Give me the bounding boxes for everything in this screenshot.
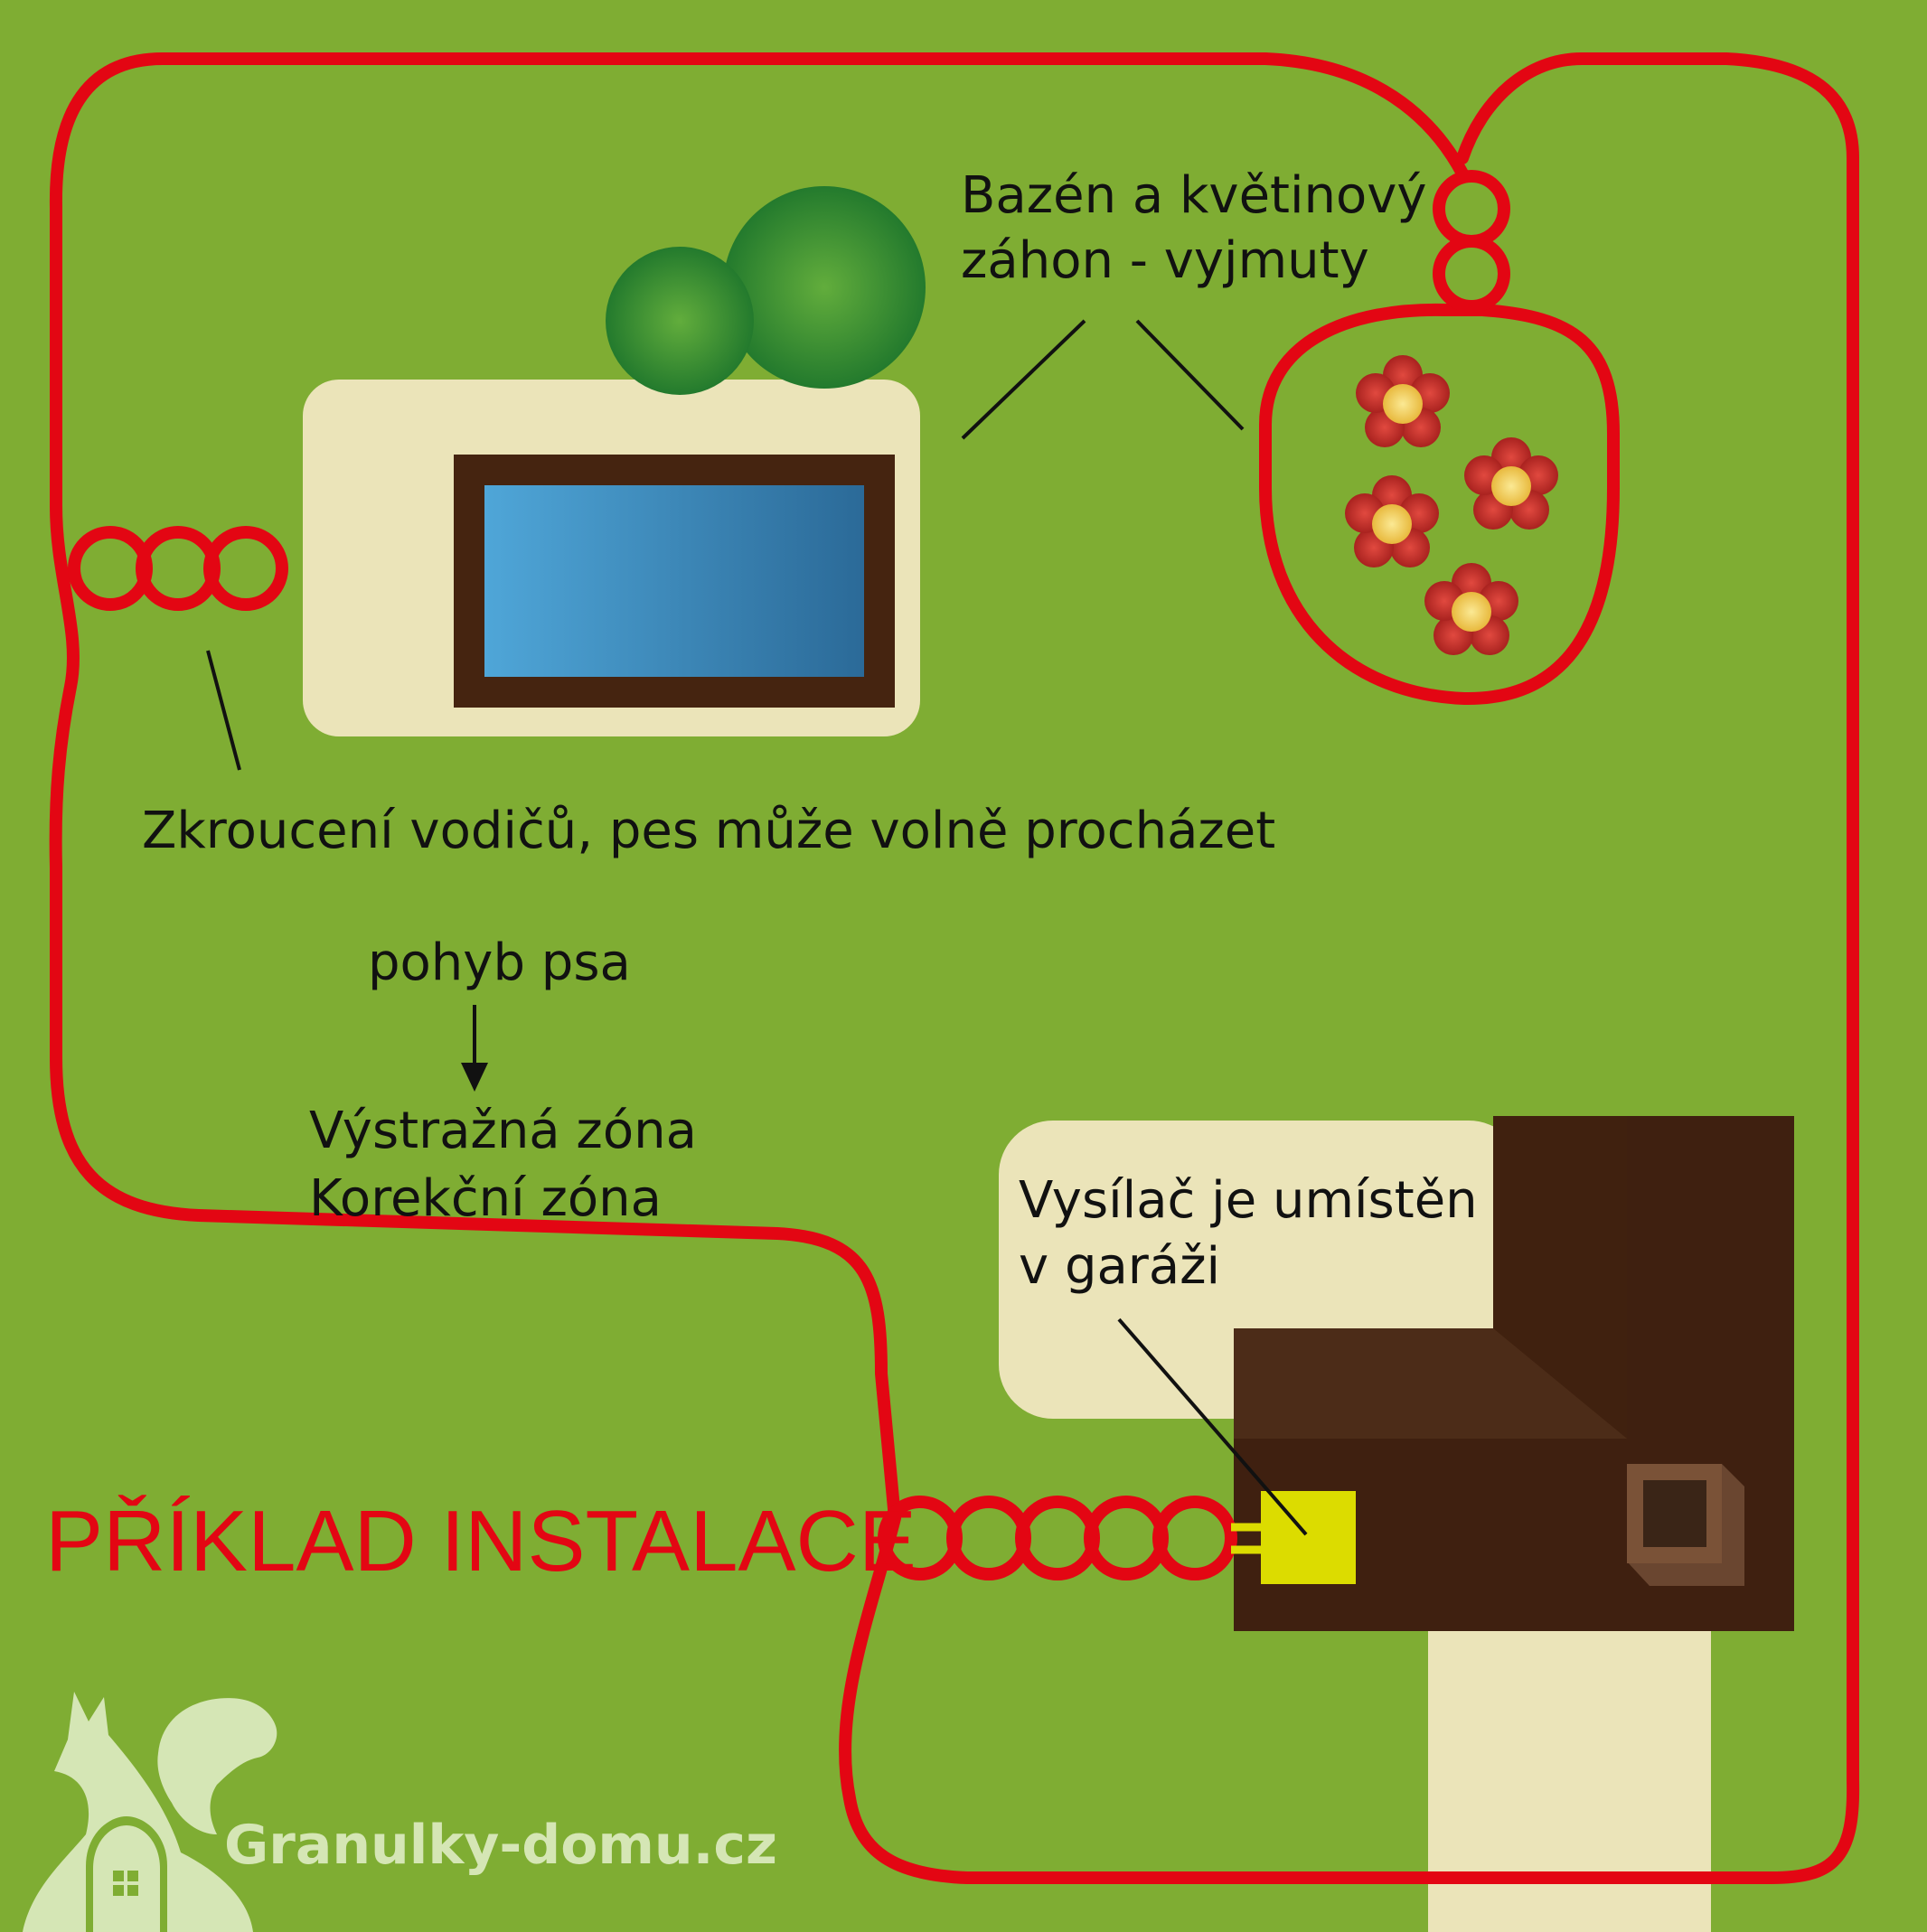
- dog-movement-label: pohyb psa: [368, 933, 631, 992]
- driveway: [1428, 1627, 1711, 1932]
- pool-icon: [454, 455, 895, 708]
- wire-twist-left: [68, 526, 288, 611]
- warning-zone-label: Výstražná zóna: [309, 1102, 697, 1160]
- transmitter-label-line2: v garáži: [1019, 1237, 1220, 1296]
- wire-twist-garage: [878, 1496, 1237, 1580]
- transmitter-box-icon: [1231, 1491, 1356, 1584]
- page-title: PŘÍKLAD INSTALACE: [45, 1493, 916, 1590]
- exempt-label-line1: Bazén a květinový: [961, 166, 1427, 225]
- chimney-icon: [1627, 1464, 1744, 1586]
- trees-icon: [606, 186, 926, 395]
- pointer-lines: [206, 319, 1308, 1536]
- correction-zone-label: Korekční zóna: [309, 1169, 662, 1228]
- exempt-label-line2: záhon - vyjmuty: [961, 231, 1369, 290]
- wire-twist-top-right: [1433, 170, 1510, 313]
- boundary-wire: [49, 52, 1860, 1884]
- transmitter-label-line1: Vysílač je umístěn: [1019, 1171, 1478, 1230]
- dog-movement-arrow: [461, 1005, 488, 1092]
- flower-bed-wire-loop: [1259, 303, 1620, 706]
- dog-and-cat-logo-icon: [23, 1692, 277, 1932]
- twist-label: Zkroucení vodičů, pes může volně procház…: [142, 802, 1275, 860]
- brand-name: Granulky-domu.cz: [224, 1814, 777, 1877]
